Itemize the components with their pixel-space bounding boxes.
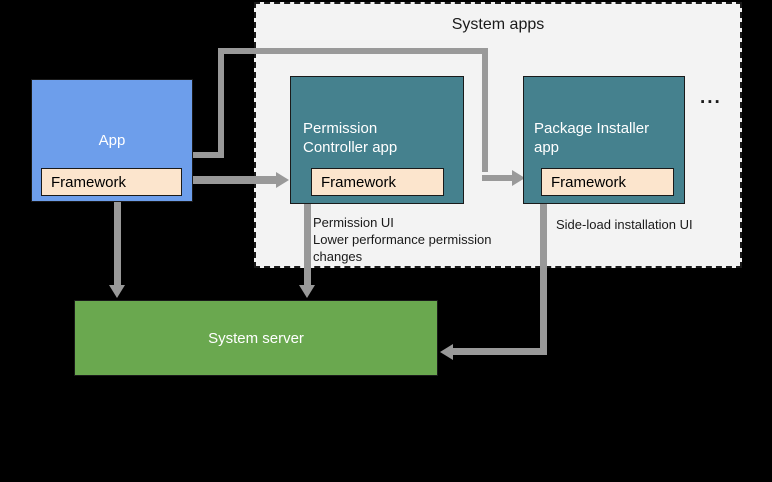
connector-pi-to-app-left-riser bbox=[218, 48, 224, 158]
node-app-framework-chip[interactable]: Framework bbox=[41, 168, 182, 196]
connector-app-to-pc-segment bbox=[168, 176, 278, 184]
connector-pi-to-app-right-riser bbox=[482, 48, 488, 172]
connector-pi-entry-arrowhead bbox=[512, 170, 525, 186]
node-permission-controller-app-title: Permission Controller app bbox=[303, 120, 398, 156]
connector-pi-entry-segment bbox=[482, 175, 515, 181]
node-package-installer-framework-chip[interactable]: Framework bbox=[541, 168, 674, 196]
node-system-server-title: System server bbox=[208, 330, 304, 347]
system-apps-panel-label: System apps bbox=[451, 16, 545, 33]
node-package-installer-caption: Side-load installation UI bbox=[556, 217, 693, 232]
node-permission-controller-caption: Permission UI Lower performance permissi… bbox=[313, 215, 492, 264]
connector-app-to-server-arrowhead bbox=[109, 285, 125, 298]
connector-pi-to-server-arrowhead bbox=[440, 344, 453, 360]
node-permission-controller-framework-chip[interactable]: Framework bbox=[311, 168, 444, 196]
node-system-server[interactable] bbox=[74, 300, 438, 376]
connector-pi-to-app-entry-segment bbox=[192, 152, 224, 158]
node-app-title: App bbox=[98, 132, 126, 149]
more-apps-ellipsis-icon: ... bbox=[700, 87, 722, 108]
connector-app-to-pc-arrowhead bbox=[276, 172, 289, 188]
connector-app-to-server-segment bbox=[114, 202, 121, 286]
connector-pi-to-server-riser bbox=[540, 204, 547, 354]
connector-pi-to-app-top-segment bbox=[218, 48, 488, 54]
node-package-installer-app-title: Package Installer app bbox=[534, 120, 650, 156]
connector-pi-to-server-segment bbox=[452, 348, 547, 355]
connector-pc-to-server-arrowhead bbox=[299, 285, 315, 298]
connector-pc-to-server-segment bbox=[304, 204, 311, 286]
